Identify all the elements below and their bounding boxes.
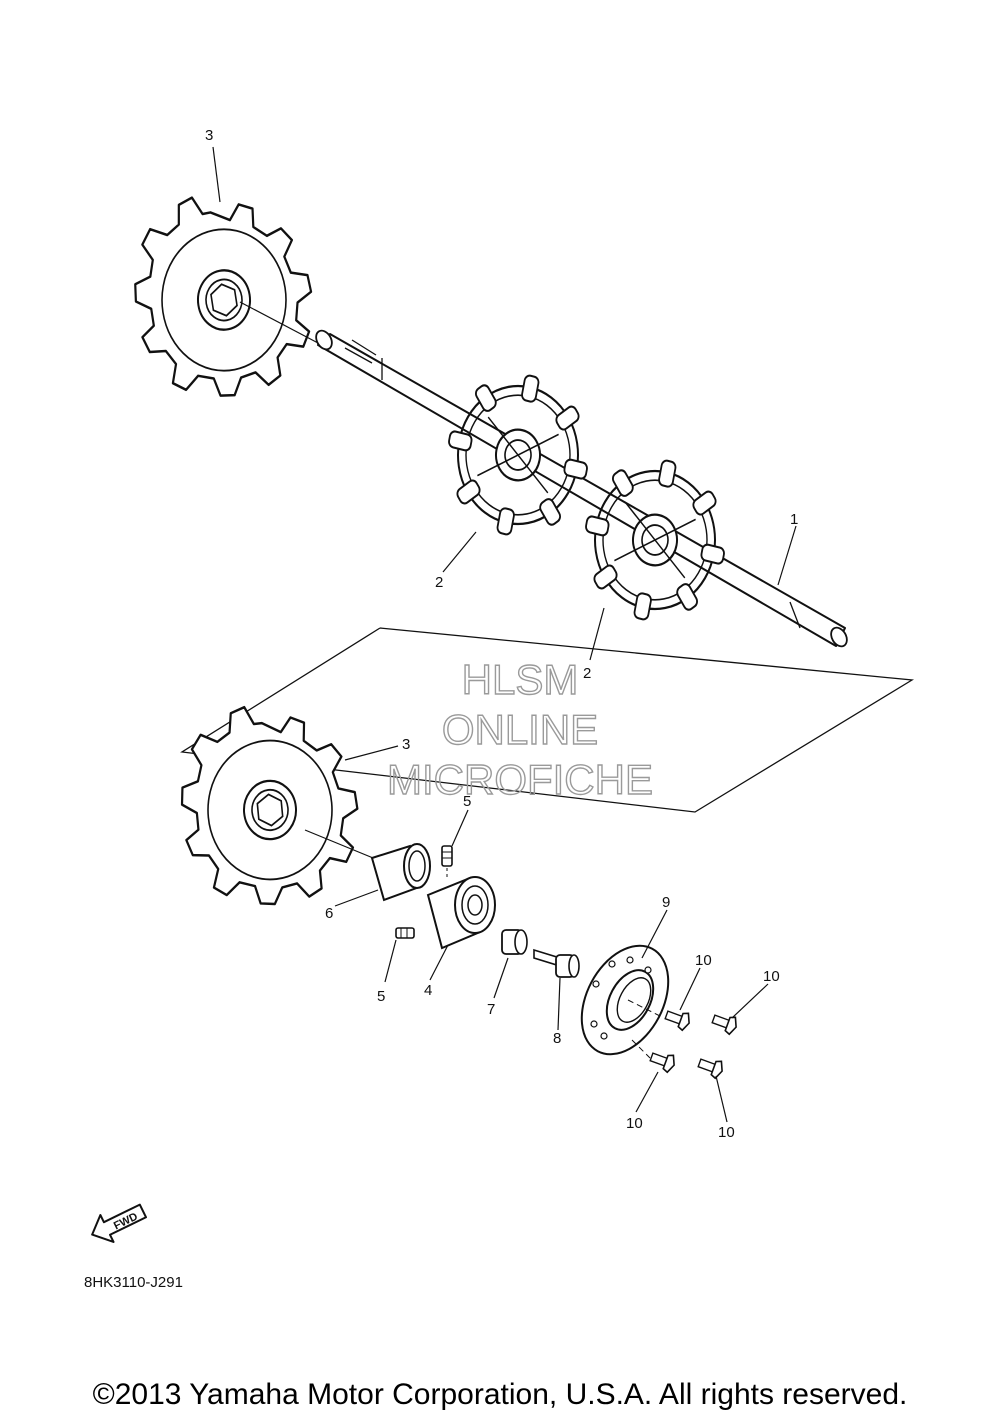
fwd-label: FWD bbox=[112, 1211, 140, 1233]
callout-7: 7 bbox=[487, 1001, 495, 1018]
callout-5-top: 5 bbox=[463, 793, 471, 810]
callout-10-a: 10 bbox=[695, 952, 712, 969]
fwd-arrow-icon: FWD bbox=[91, 1203, 147, 1243]
flange-plate bbox=[580, 944, 670, 1056]
bolt-10-b bbox=[709, 1009, 740, 1037]
callout-2-left: 2 bbox=[435, 574, 443, 591]
assembly-outline bbox=[180, 627, 915, 813]
diagram-code: 8HK3110-J291 bbox=[84, 1274, 183, 1291]
watermark-line-1: HLSM bbox=[462, 656, 579, 703]
callout-9: 9 bbox=[662, 894, 670, 911]
sprocket-wheel-b bbox=[570, 443, 740, 637]
callout-8: 8 bbox=[553, 1030, 561, 1047]
callout-10-b: 10 bbox=[763, 968, 780, 985]
watermark: HLSM ONLINE MICROFICHE bbox=[386, 655, 653, 803]
copyright-notice: ©2013 Yamaha Motor Corporation, U.S.A. A… bbox=[92, 1378, 908, 1411]
watermark-line-2: ONLINE bbox=[442, 706, 598, 753]
callout-labels: 3 1 2 2 3 5 6 5 4 7 8 9 10 10 10 10 bbox=[205, 127, 798, 1141]
spacer bbox=[501, 929, 528, 955]
drive-sprocket-upper bbox=[120, 175, 326, 413]
set-screw-left bbox=[395, 927, 415, 939]
callout-3-upper: 3 bbox=[205, 127, 213, 144]
flange-bolt bbox=[533, 948, 580, 978]
bolt-10-d bbox=[695, 1053, 726, 1081]
set-screw-top bbox=[441, 845, 453, 880]
bolt-10-a bbox=[662, 1005, 693, 1033]
callout-10-c: 10 bbox=[626, 1115, 643, 1132]
callout-6: 6 bbox=[325, 905, 333, 922]
sprocket-wheel-a bbox=[433, 358, 603, 552]
drive-shaft bbox=[315, 329, 848, 648]
callout-1: 1 bbox=[790, 511, 798, 528]
callout-5-bottom: 5 bbox=[377, 988, 385, 1005]
drive-sprocket-lower bbox=[172, 693, 367, 915]
callout-4: 4 bbox=[424, 982, 432, 999]
watermark-line-3: MICROFICHE bbox=[387, 756, 653, 803]
callout-10-d: 10 bbox=[718, 1124, 735, 1141]
callout-2-right: 2 bbox=[583, 665, 591, 682]
bearing bbox=[426, 876, 496, 950]
collar bbox=[370, 843, 431, 902]
leader-lines bbox=[212, 146, 797, 1123]
bolt-10-c bbox=[647, 1047, 678, 1075]
callout-3-lower: 3 bbox=[402, 736, 410, 753]
